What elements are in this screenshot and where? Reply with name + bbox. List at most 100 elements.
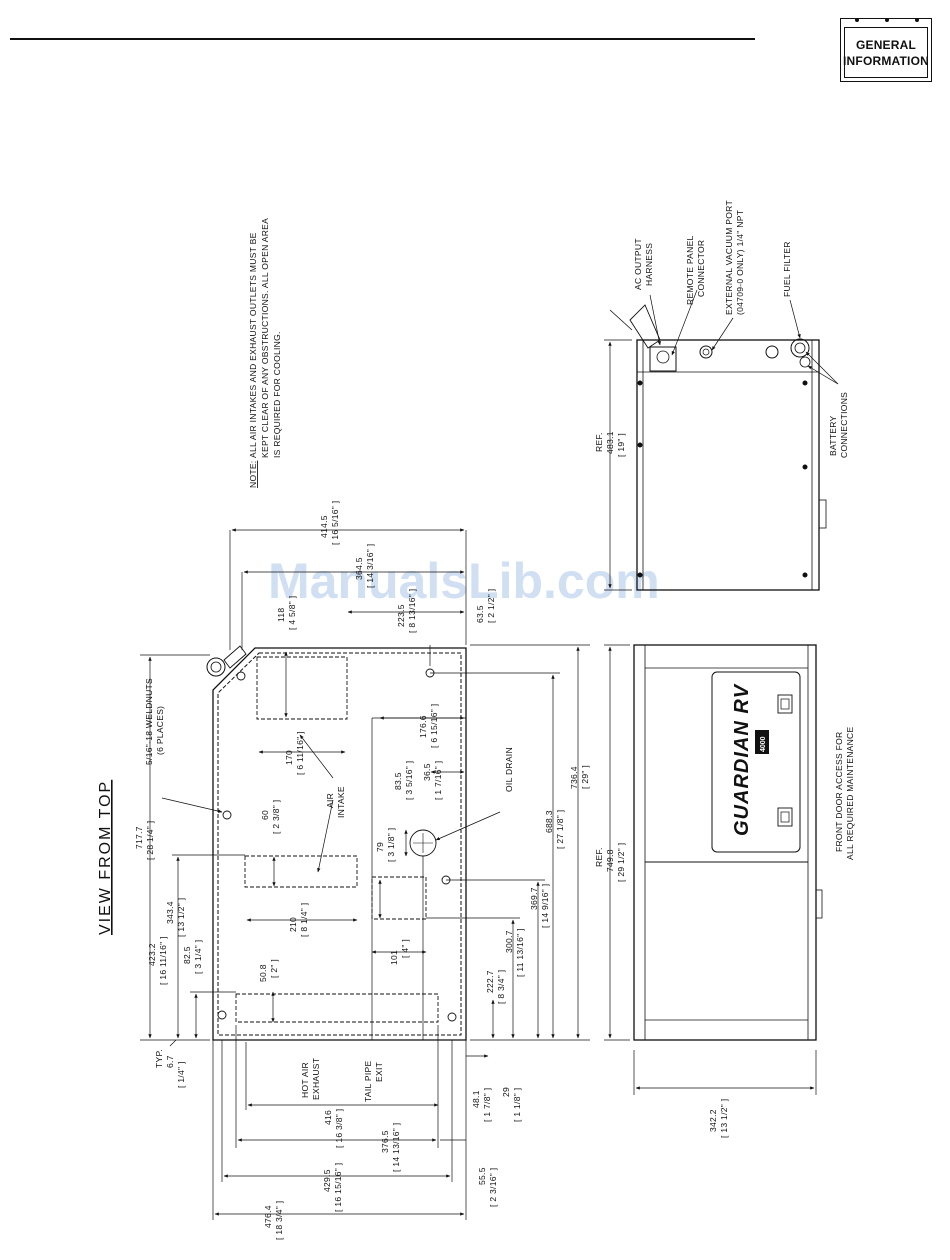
dim-29-in: [ 1 1/8" ]: [512, 1088, 522, 1122]
dim-376-mm: 376.5: [380, 1130, 390, 1153]
depth-in: [ 13 1/2" ]: [719, 1099, 729, 1138]
note-label: NOTE:: [248, 461, 258, 488]
hot-air-label-1: HOT AIR: [300, 1062, 310, 1098]
dim-717-mm: 717.7: [134, 826, 144, 849]
dim-416-mm: 416: [323, 1110, 333, 1125]
badge-line-1: GENERAL: [855, 37, 917, 52]
remote-panel-label-1: REMOTE PANEL: [685, 235, 695, 305]
dim-typ-mm: 6.7: [165, 1055, 175, 1068]
dim-369-mm: 369.7: [529, 887, 539, 910]
fuel-filter-label: FUEL FILTER: [782, 241, 792, 297]
dim-300-in: [ 11 13/16" ]: [515, 928, 525, 977]
dim-typ-prefix: TYP.: [154, 1049, 164, 1068]
dim-82-in: [ 3 1/4" ]: [193, 940, 203, 974]
dim-29-mm: 29: [501, 1087, 511, 1097]
dim-369-in: [ 14 9/16" ]: [540, 884, 550, 928]
watermark: ManualsLib.com: [268, 553, 660, 609]
badge-line-2: INFORMATION: [843, 53, 929, 68]
dim-101-mm: 101: [389, 950, 399, 965]
vacuum-port-label-2: (04709-0 ONLY) 1/4" NPT: [735, 210, 745, 315]
dim-79-in: [ 3 1/8" ]: [386, 828, 396, 862]
header-rule: [10, 38, 755, 40]
dim-55-mm: 55.5: [477, 1167, 487, 1185]
front-view-drawing: [604, 644, 823, 1095]
dim-83-mm: 83.5: [393, 772, 403, 790]
dim-376-in: [ 14 13/16" ]: [391, 1123, 401, 1172]
top-view-dimension-lines: [140, 528, 590, 1220]
dim-476-mm: 476.4: [263, 1205, 273, 1228]
front-ref-label: REF.: [594, 847, 604, 867]
guardian-logo: GUARDIAN RV: [731, 683, 753, 836]
dim-736-in: [ 29" ]: [580, 765, 590, 789]
oil-drain-label: OIL DRAIN: [504, 747, 514, 792]
dim-414-in: [ 16 5/16" ]: [330, 501, 340, 545]
side-ref-in: [ 19" ]: [616, 433, 626, 457]
dim-60-mm: 60: [260, 810, 270, 820]
badge-rivet: [915, 18, 919, 22]
top-view-labels: 5/16"-18 WELDNUTS (6 PLACES) AIR INTAKE …: [144, 678, 514, 1102]
hot-air-label-2: EXHAUST: [311, 1058, 321, 1100]
dim-118-mm: 118: [276, 608, 286, 622]
dim-63-mm: 63.5: [475, 605, 485, 623]
front-ref-mm: 749.8: [605, 849, 615, 872]
dim-36-in: [ 1 7/16" ]: [433, 761, 443, 800]
dim-364-mm: 364.5: [354, 557, 364, 580]
dim-423-mm: 423.2: [147, 943, 157, 966]
badge-rivet: [885, 18, 889, 22]
dim-416-in: [ 16 3/8" ]: [334, 1109, 344, 1148]
air-intake-label-1: AIR: [325, 793, 335, 808]
dim-50-mm: 50.8: [258, 964, 268, 982]
dim-343-mm: 343.4: [165, 901, 175, 924]
dim-429-mm: 429.5: [322, 1169, 332, 1192]
dim-176-in: [ 6 15/16" ]: [429, 704, 439, 748]
dim-118-in: [ 4 5/8" ]: [287, 596, 297, 630]
front-view-labels: GUARDIAN RV 4000 REF. 749.8 [ 29 1/2" ] …: [594, 683, 855, 1138]
top-view-title: VIEW FROM TOP: [97, 780, 114, 935]
dim-50-in: [ 2" ]: [269, 959, 279, 978]
front-door-label-1: FRONT DOOR ACCESS FOR: [834, 732, 844, 852]
remote-panel-label-2: CONNECTOR: [696, 240, 706, 297]
dim-736-mm: 736.4: [569, 766, 579, 789]
dim-48-mm: 48.1: [471, 1090, 481, 1108]
note-line-1: ALL AIR INTAKES AND EXHAUST OUTLETS MUST…: [248, 232, 258, 458]
dim-222-in: [ 8 3/4" ]: [496, 970, 506, 1004]
dim-343-in: [ 13 1/2" ]: [176, 898, 186, 937]
weldnuts-label-1: 5/16"-18 WELDNUTS: [144, 678, 154, 765]
vacuum-port-label-1: EXTERNAL VACUUM PORT: [724, 200, 734, 315]
front-door-label-2: ALL REQUIRED MAINTENANCE: [845, 727, 855, 860]
dim-222-mm: 222.7: [485, 970, 495, 993]
badge-rivet: [855, 18, 859, 22]
dim-55-in: [ 2 3/16" ]: [488, 1168, 498, 1207]
dimension-texts: 414.5 [ 16 5/16" ] 364.5 [ 14 3/16" ] 11…: [134, 501, 590, 1240]
dim-688-mm: 688.3: [544, 810, 554, 833]
dim-170-in: [ 6 11/16" ]: [295, 731, 305, 775]
dim-83-in: [ 3 5/16" ]: [404, 761, 414, 800]
dim-223-mm: 223.5: [396, 604, 406, 627]
dim-48-in: [ 1 7/8" ]: [482, 1088, 492, 1122]
battery-label-1: BATTERY: [828, 415, 838, 456]
tail-pipe-label-1: TAIL PIPE: [363, 1061, 373, 1102]
dim-688-in: [ 27 1/8" ]: [555, 810, 565, 849]
dim-typ-in: [ 1/4" ]: [176, 1061, 186, 1088]
side-ref-label: REF.: [594, 432, 604, 452]
badge-text-box: GENERAL INFORMATION: [843, 27, 929, 78]
side-view-drawing: [604, 289, 839, 591]
top-view-drawing: [206, 645, 467, 1041]
ac-output-label-1: AC OUTPUT: [633, 238, 643, 290]
dim-210-in: [ 8 1/4" ]: [299, 903, 309, 937]
tail-pipe-label-2: EXIT: [374, 1062, 384, 1082]
section-badge: GENERAL INFORMATION: [840, 18, 932, 82]
dim-82-mm: 82.5: [182, 946, 192, 964]
air-intake-label-2: INTAKE: [336, 786, 346, 818]
dim-101-in: [ 4" ]: [400, 939, 410, 958]
dim-176-mm: 176.6: [418, 715, 428, 738]
dim-63-in: [ 2 1/2" ]: [486, 589, 496, 623]
dim-223-in: [ 8 13/16" ]: [407, 589, 417, 633]
dim-717-in: [ 28 1/4" ]: [145, 821, 155, 860]
battery-label-2: CONNECTIONS: [839, 392, 849, 458]
dim-476-in: [ 18 3/4" ]: [274, 1201, 284, 1240]
dim-300-mm: 300.7: [504, 930, 514, 953]
dim-414-mm: 414.5: [319, 515, 329, 538]
dim-210-mm: 210: [288, 917, 298, 932]
